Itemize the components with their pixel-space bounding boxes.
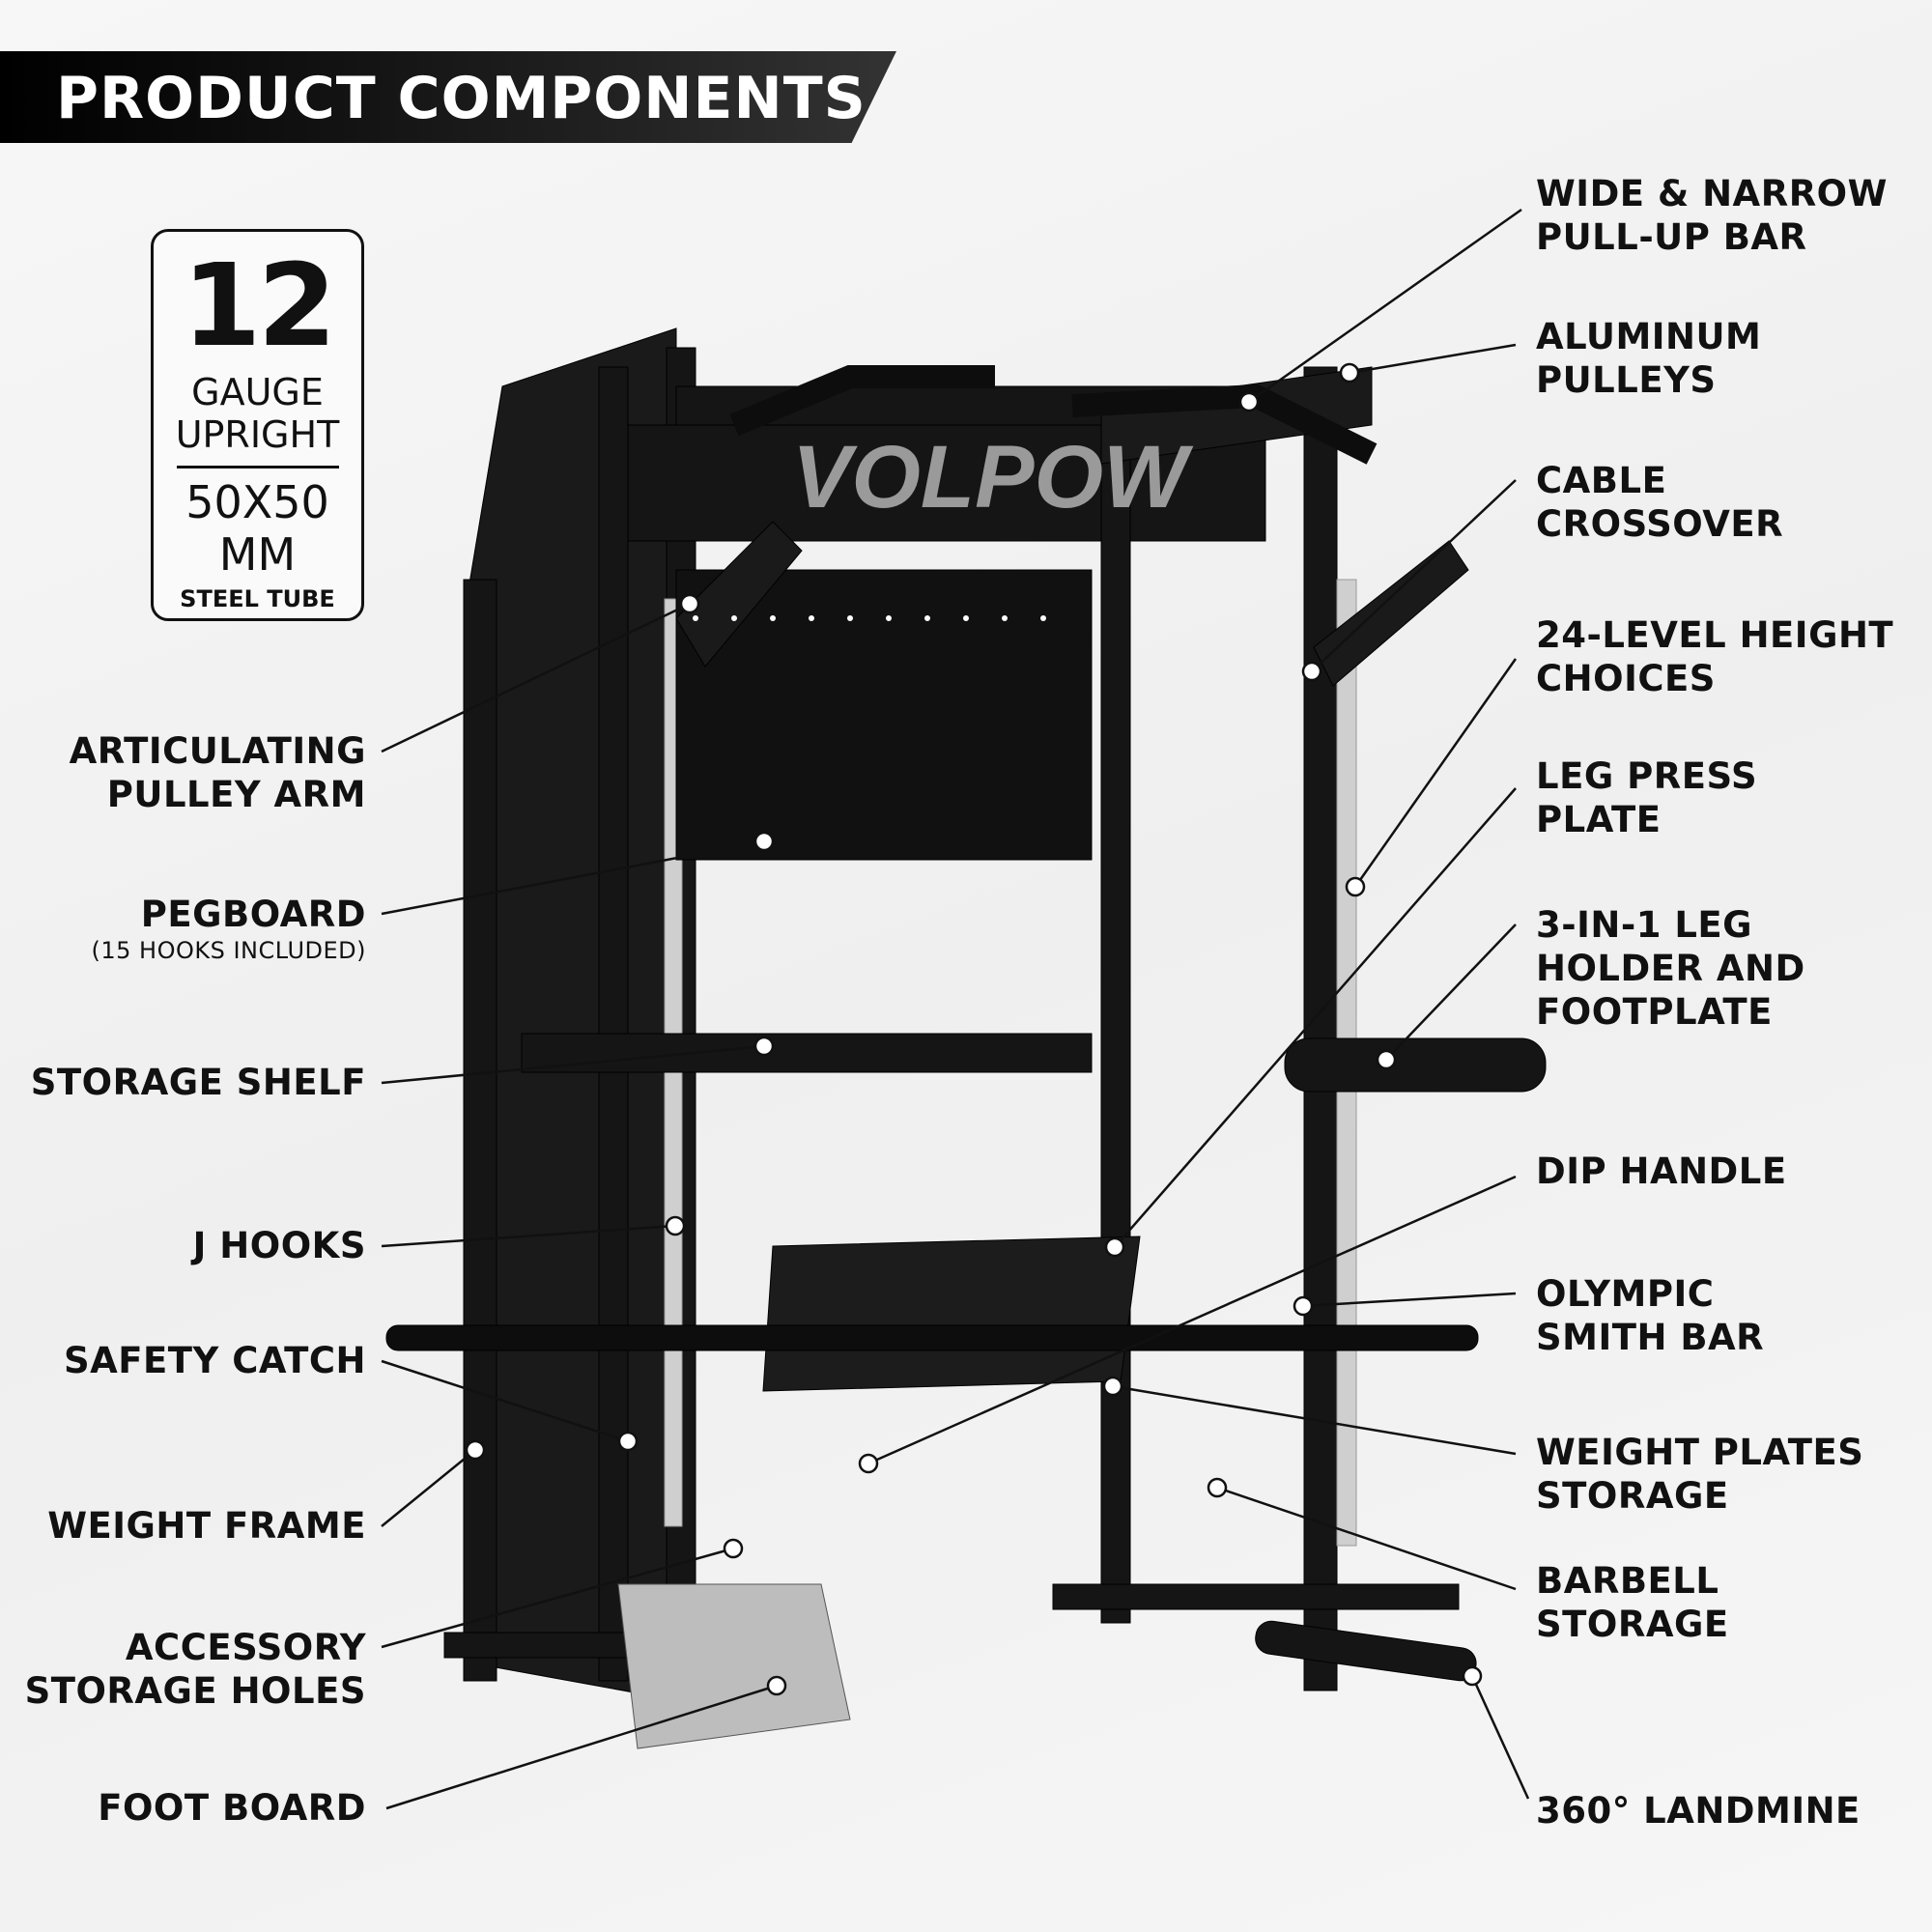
badge-divider xyxy=(176,466,339,469)
badge-unit: MM xyxy=(218,528,297,581)
badge-gauge: GAUGE xyxy=(191,371,324,413)
label-foot-board: FOOT BOARD xyxy=(98,1787,366,1829)
label-weight-frame: WEIGHT FRAME xyxy=(47,1505,366,1547)
brand-logo: VOLPOW xyxy=(792,428,1194,526)
label-pegboard: PEGBOARD(15 HOOKS INCLUDED) xyxy=(91,894,366,964)
label-j-hooks: J HOOKS xyxy=(192,1225,366,1266)
page-title: PRODUCT COMPONENTS xyxy=(56,65,867,132)
label-storage-shelf: STORAGE SHELF xyxy=(30,1062,366,1103)
badge-number: 12 xyxy=(182,239,336,372)
label-dip-handle: DIP HANDLE xyxy=(1536,1151,1787,1192)
gauge-badge: 12 GAUGE UPRIGHT 50X50 MM STEEL TUBE xyxy=(151,229,364,621)
pegboard-note: (15 HOOKS INCLUDED) xyxy=(91,937,366,964)
badge-size: 50X50 xyxy=(185,476,329,528)
header-banner: PRODUCT COMPONENTS xyxy=(0,51,896,143)
badge-material: STEEL TUBE xyxy=(180,585,335,612)
badge-upright: UPRIGHT xyxy=(175,413,340,456)
label-landmine: 360° LANDMINE xyxy=(1536,1790,1861,1832)
label-safety-catch: SAFETY CATCH xyxy=(63,1340,366,1381)
